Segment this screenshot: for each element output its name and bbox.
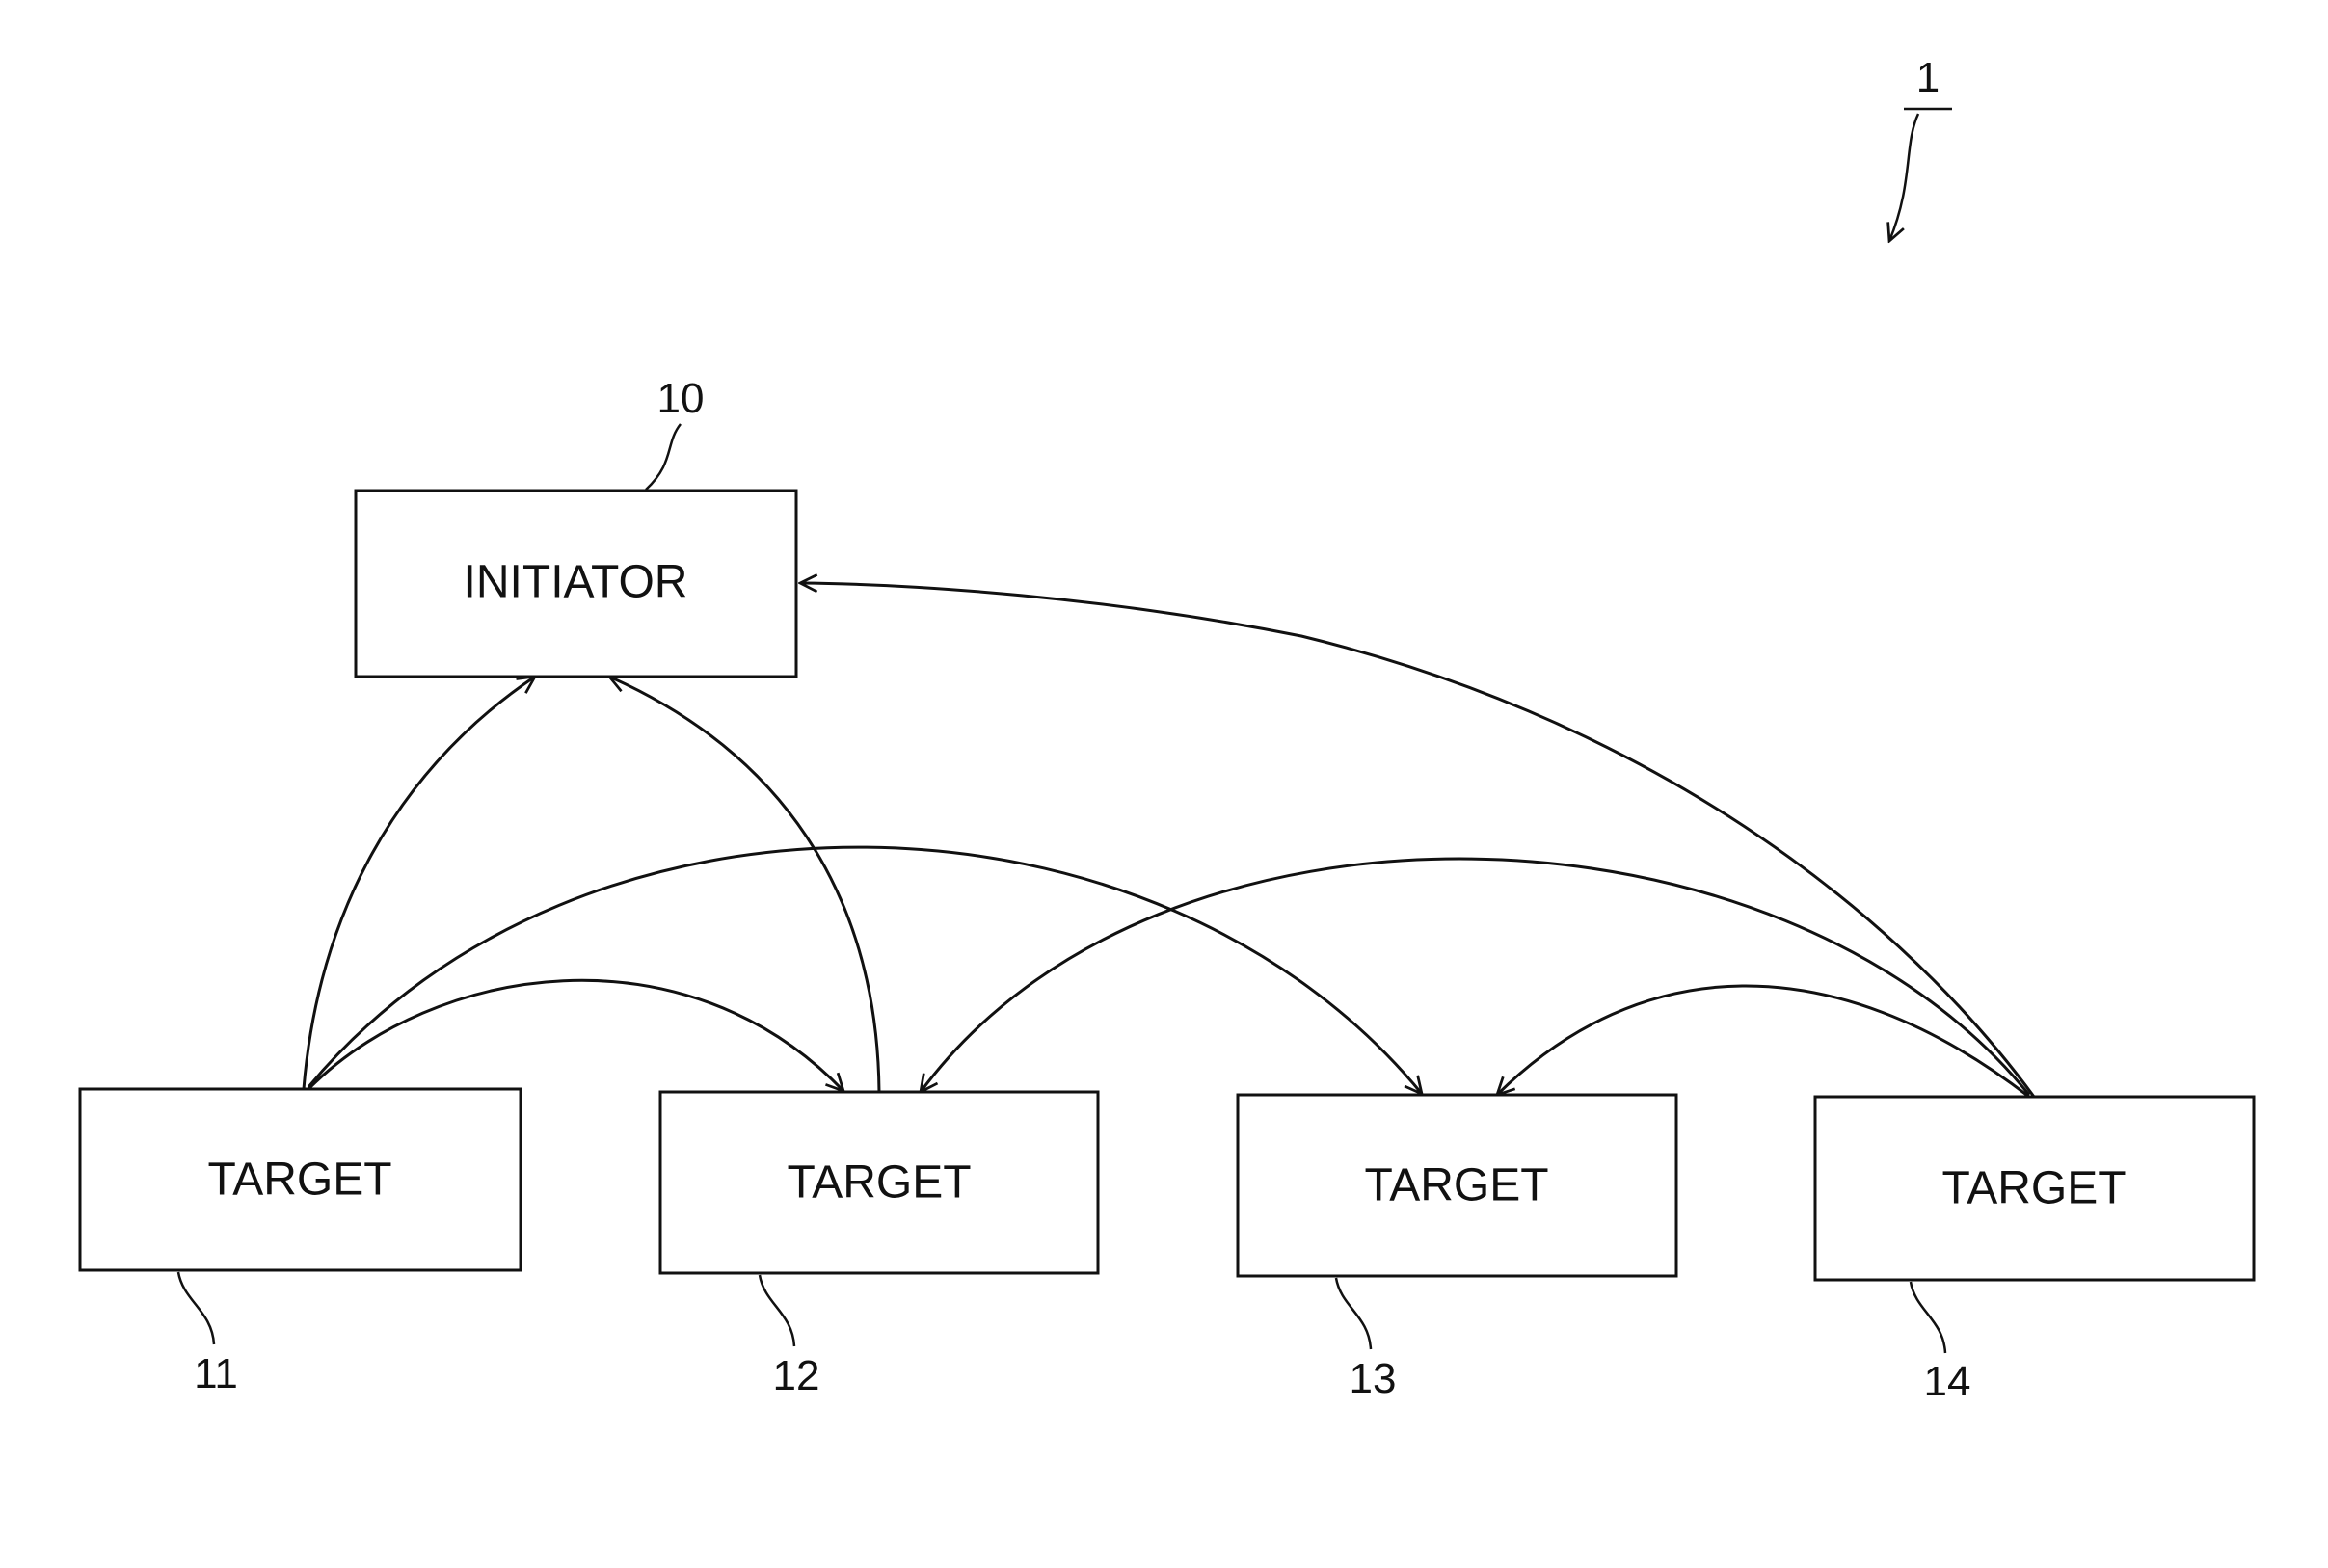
target-13-label: TARGET <box>1364 1160 1548 1211</box>
target-11-ref-leader <box>178 1272 214 1344</box>
target-12-label: TARGET <box>787 1157 971 1209</box>
edge-target12-to-initiator <box>609 677 879 1092</box>
target-13-ref-label: 13 <box>1350 1355 1397 1402</box>
initiator-label: INITIATOR <box>464 557 688 608</box>
initiator-ref-leader <box>646 424 681 490</box>
target-14-ref-label: 14 <box>1924 1358 1971 1405</box>
edge-target11-to-target12 <box>308 980 843 1091</box>
target-12-ref-label: 12 <box>773 1352 820 1399</box>
target-node-11: TARGET 11 <box>80 1089 521 1397</box>
edge-target14-to-target13 <box>1497 986 2029 1097</box>
target-13-ref-leader <box>1336 1278 1371 1349</box>
target-14-ref-leader <box>1911 1282 1945 1353</box>
target-11-ref-label: 11 <box>194 1350 238 1397</box>
target-11-label: TARGET <box>207 1155 391 1206</box>
target-node-13: TARGET 13 <box>1238 1095 1676 1402</box>
edge-target14-to-target12 <box>921 859 2029 1095</box>
target-12-ref-leader <box>760 1275 794 1346</box>
target-node-12: TARGET 12 <box>660 1092 1098 1399</box>
figure-ref-label: 1 <box>1916 54 1940 101</box>
target-14-label: TARGET <box>1941 1163 2126 1214</box>
target-node-14: TARGET 14 <box>1815 1097 2254 1405</box>
initiator-ref-label: 10 <box>657 375 705 422</box>
edge-target11-to-initiator <box>304 677 535 1089</box>
initiator-node: INITIATOR 10 <box>356 375 796 677</box>
figure-ref-leader-arrow <box>1889 114 1918 241</box>
